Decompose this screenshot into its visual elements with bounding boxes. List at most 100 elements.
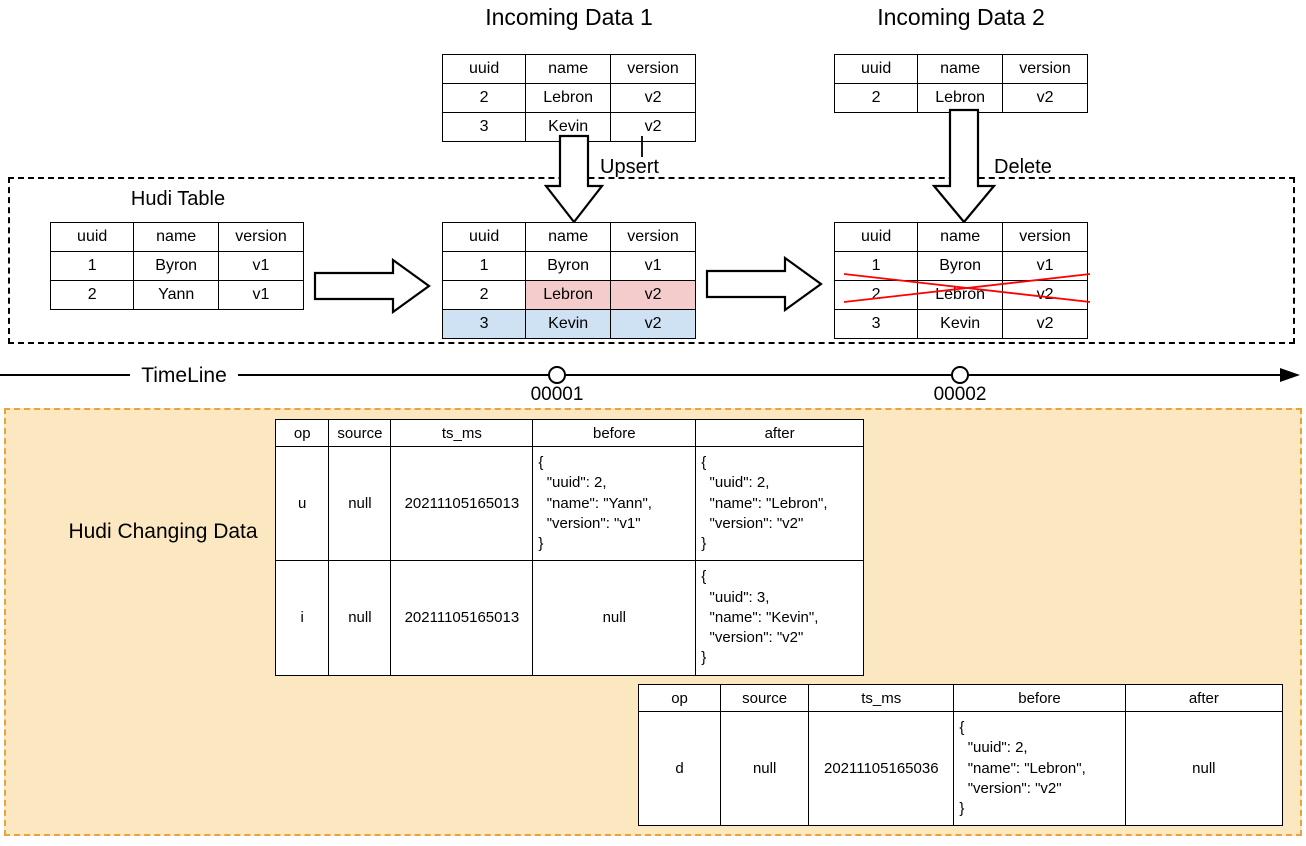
upsert-arrow bbox=[543, 134, 643, 224]
cell-uuid: 3 bbox=[441, 112, 527, 142]
delete-strikethrough-icon bbox=[843, 273, 1091, 303]
hudi-table-region bbox=[8, 177, 1295, 344]
column-header-name: name bbox=[525, 54, 612, 84]
cell-before: { "uuid": 2, "name": "Yann", "version": … bbox=[532, 445, 697, 562]
column-header-after: after bbox=[1124, 684, 1284, 712]
table-row: d null 20211105165036 { "uuid": 2, "name… bbox=[637, 710, 1284, 827]
column-header-uuid: uuid bbox=[833, 222, 919, 252]
column-header-name: name bbox=[917, 54, 1004, 84]
cell-version: v1 bbox=[218, 251, 304, 281]
column-header-op: op bbox=[637, 684, 722, 712]
cell-name: Lebron bbox=[525, 83, 612, 113]
table-header-row: uuid name version bbox=[441, 222, 696, 252]
column-header-uuid: uuid bbox=[441, 54, 527, 84]
hudi-table-after-upsert: uuid name version 1 Byron v1 2 Lebron v2… bbox=[441, 222, 696, 339]
cell-uuid: 2 bbox=[49, 280, 135, 310]
column-header-version: version bbox=[1002, 54, 1088, 84]
cell-uuid: 1 bbox=[49, 251, 135, 281]
timeline-tick-marker-00002 bbox=[951, 366, 969, 384]
incoming-data-1-table: uuid name version 2 Lebron v2 3 Kevin v2 bbox=[441, 54, 696, 142]
cell-op: u bbox=[274, 445, 330, 562]
cell-after: { "uuid": 3, "name": "Kevin", "version":… bbox=[695, 560, 864, 676]
hudi-changing-data-label: Hudi Changing Data bbox=[68, 520, 258, 543]
cell-name: Yann bbox=[133, 280, 220, 310]
table-header-row: uuid name version bbox=[441, 54, 696, 84]
cell-before: null bbox=[532, 560, 697, 676]
changing-data-table-2: op source ts_ms before after d null 2021… bbox=[637, 684, 1284, 827]
table-row: 1 Byron v1 bbox=[833, 251, 1088, 281]
column-header-name: name bbox=[917, 222, 1004, 252]
table-row: 1 Byron v1 bbox=[441, 251, 696, 281]
column-header-version: version bbox=[218, 222, 304, 252]
cell-name: Lebron bbox=[917, 83, 1004, 113]
column-header-before: before bbox=[953, 684, 1126, 712]
column-header-before: before bbox=[532, 419, 697, 447]
cell-after: null bbox=[1124, 710, 1284, 827]
cell-version: v2 bbox=[1002, 83, 1088, 113]
timeline-tick-label-00001: 00001 bbox=[530, 384, 584, 405]
table-header-row: op source ts_ms before after bbox=[274, 419, 864, 447]
column-header-source: source bbox=[328, 419, 392, 447]
incoming-data-2-table: uuid name version 2 Lebron v2 bbox=[833, 54, 1088, 113]
table-row-inserted: 3 Kevin v2 bbox=[441, 309, 696, 339]
hudi-table-title: Hudi Table bbox=[130, 188, 226, 210]
cell-name: Byron bbox=[133, 251, 220, 281]
cell-version: v2 bbox=[1002, 309, 1088, 339]
table-row: 3 Kevin v2 bbox=[441, 112, 696, 142]
cell-version: v1 bbox=[610, 251, 696, 281]
cell-source: null bbox=[720, 710, 810, 827]
cell-name: Byron bbox=[525, 251, 612, 281]
table-header-row: uuid name version bbox=[833, 54, 1088, 84]
changing-data-table-1: op source ts_ms before after u null 2021… bbox=[274, 419, 864, 676]
table-row: 2 Lebron v2 bbox=[833, 83, 1088, 113]
cell-uuid: 2 bbox=[833, 280, 919, 310]
cell-ts-ms: 20211105165036 bbox=[808, 710, 955, 827]
cell-op: i bbox=[274, 560, 330, 676]
table-header-row: uuid name version bbox=[49, 222, 304, 252]
delete-label: Delete bbox=[991, 157, 1055, 177]
timeline bbox=[0, 366, 1300, 384]
column-header-name: name bbox=[525, 222, 612, 252]
cell-uuid: 2 bbox=[441, 83, 527, 113]
table-row-updated: 2 Lebron v2 bbox=[441, 280, 696, 310]
column-header-source: source bbox=[720, 684, 810, 712]
cell-name: Kevin bbox=[525, 309, 612, 339]
column-header-version: version bbox=[610, 54, 696, 84]
cell-source: null bbox=[328, 445, 392, 562]
cell-uuid: 2 bbox=[833, 83, 919, 113]
column-header-version: version bbox=[610, 222, 696, 252]
cell-op: d bbox=[637, 710, 722, 827]
cell-source: null bbox=[328, 560, 392, 676]
cell-version: v2 bbox=[610, 83, 696, 113]
table-row: 3 Kevin v2 bbox=[833, 309, 1088, 339]
cell-uuid: 2 bbox=[441, 280, 527, 310]
cell-name: Kevin bbox=[525, 112, 612, 142]
cell-uuid: 3 bbox=[833, 309, 919, 339]
cell-version: v2 bbox=[610, 280, 696, 310]
timeline-tick-label-00002: 00002 bbox=[933, 384, 987, 405]
transition-arrow-1 bbox=[313, 257, 431, 315]
timeline-tick-marker-00001 bbox=[548, 366, 566, 384]
column-header-uuid: uuid bbox=[833, 54, 919, 84]
cell-after: { "uuid": 2, "name": "Lebron", "version"… bbox=[695, 445, 864, 562]
cell-name: Lebron bbox=[525, 280, 612, 310]
column-header-op: op bbox=[274, 419, 330, 447]
column-header-uuid: uuid bbox=[441, 222, 527, 252]
column-header-after: after bbox=[695, 419, 864, 447]
cell-uuid: 1 bbox=[833, 251, 919, 281]
cell-uuid: 1 bbox=[441, 251, 527, 281]
column-header-name: name bbox=[133, 222, 220, 252]
timeline-label: TimeLine bbox=[141, 364, 227, 387]
column-header-ts-ms: ts_ms bbox=[808, 684, 955, 712]
cell-version: v1 bbox=[218, 280, 304, 310]
delete-arrow bbox=[931, 108, 997, 224]
cell-name: Kevin bbox=[917, 309, 1004, 339]
table-row: 2 Yann v1 bbox=[49, 280, 304, 310]
table-header-row: uuid name version bbox=[833, 222, 1088, 252]
table-header-row: op source ts_ms before after bbox=[637, 684, 1284, 712]
cell-uuid: 3 bbox=[441, 309, 527, 339]
column-header-version: version bbox=[1002, 222, 1088, 252]
column-header-ts-ms: ts_ms bbox=[390, 419, 534, 447]
table-row: i null 20211105165013 null { "uuid": 3, … bbox=[274, 560, 864, 676]
column-header-uuid: uuid bbox=[49, 222, 135, 252]
